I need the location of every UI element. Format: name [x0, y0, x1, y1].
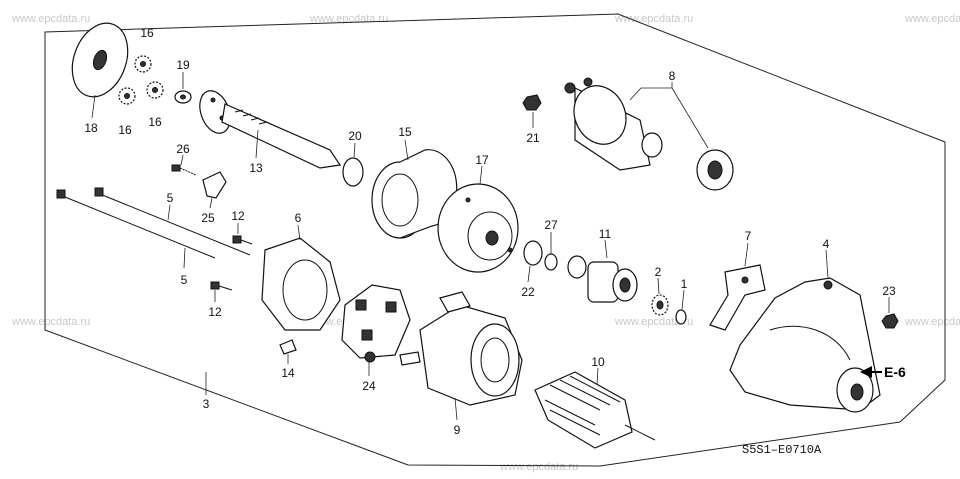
part-16-gears — [118, 55, 164, 105]
part-22-washer — [523, 240, 543, 283]
part-26-bolt — [171, 154, 197, 176]
callout-16: 16 — [118, 123, 132, 137]
part-14-clip — [279, 339, 297, 364]
callout-8: 8 — [669, 69, 676, 83]
part-2-gear — [651, 277, 669, 316]
callout-13: 13 — [249, 161, 263, 175]
callout-10: 10 — [591, 355, 605, 369]
callout-4: 4 — [823, 237, 830, 251]
callout-7: 7 — [745, 229, 752, 243]
callout-18: 18 — [84, 121, 98, 135]
part-20-ring — [342, 142, 364, 187]
watermark-text: www.epcdata.ru — [614, 316, 693, 328]
callout-6: 6 — [295, 211, 302, 225]
part-10-armature — [534, 367, 656, 449]
part-19-washer — [174, 72, 192, 104]
watermark-text: www.epcdata.ru — [499, 461, 578, 473]
watermark-text: www.epcdata.ru — [11, 13, 90, 25]
watermark-text: www.epcdata.ru — [11, 316, 90, 328]
callout-16: 16 — [140, 26, 154, 40]
callout-27: 27 — [544, 218, 558, 232]
watermarks: www.epcdata.ru www.epcdata.ru www.epcdat… — [11, 13, 960, 473]
callout-15: 15 — [398, 125, 412, 139]
part-11-clutch — [567, 239, 638, 303]
part-6-end-cover — [261, 224, 341, 331]
callout-17: 17 — [475, 153, 489, 167]
part-7-lever — [709, 242, 766, 331]
watermark-text: www.epcdata.ru — [904, 316, 960, 328]
watermark-text: www.epcdata.ru — [904, 13, 960, 25]
part-17-cover — [437, 165, 519, 273]
callout-9: 9 — [454, 423, 461, 437]
part-25-bracket — [202, 171, 227, 209]
callouts: 1 2 3 4 5 5 6 7 8 9 10 11 12 12 13 14 15… — [84, 26, 896, 437]
part-21-nut — [522, 94, 542, 128]
part-4-housing — [729, 249, 881, 413]
callout-1: 1 — [681, 277, 688, 291]
part-5-bolts — [56, 187, 251, 269]
callout-11: 11 — [599, 227, 612, 241]
part-9-yoke — [399, 291, 523, 421]
part-12-screws — [210, 223, 253, 302]
callout-14: 14 — [281, 366, 295, 380]
callout-25: 25 — [201, 211, 215, 225]
callout-5: 5 — [167, 191, 174, 205]
callout-26: 26 — [176, 142, 190, 156]
arrow-left-icon — [860, 366, 872, 378]
reference-label: E-6 — [884, 364, 906, 380]
callout-22: 22 — [521, 285, 535, 299]
diagram-code: S5S1–E0710A — [742, 443, 822, 457]
part-24-brush-holder — [341, 284, 411, 376]
callout-12: 12 — [208, 305, 222, 319]
callout-19: 19 — [176, 58, 190, 72]
reference-arrow: E-6 — [860, 364, 906, 380]
callout-20: 20 — [348, 129, 362, 143]
callout-23: 23 — [882, 284, 896, 298]
callout-21: 21 — [526, 131, 540, 145]
watermark-text: www.epcdata.ru — [614, 13, 693, 25]
part-13-shaft — [199, 90, 342, 169]
callout-5: 5 — [181, 273, 188, 287]
part-27-snap-ring — [544, 232, 558, 271]
assembly-outline — [44, 13, 946, 467]
part-23-nut — [881, 297, 899, 329]
part-8-solenoid — [564, 77, 734, 191]
callout-24: 24 — [362, 379, 376, 393]
callout-16: 16 — [148, 115, 162, 129]
callout-3: 3 — [203, 397, 210, 411]
callout-12: 12 — [231, 209, 245, 223]
callout-2: 2 — [655, 265, 662, 279]
part-1-clip — [675, 289, 687, 325]
part-18-plate — [71, 22, 129, 119]
